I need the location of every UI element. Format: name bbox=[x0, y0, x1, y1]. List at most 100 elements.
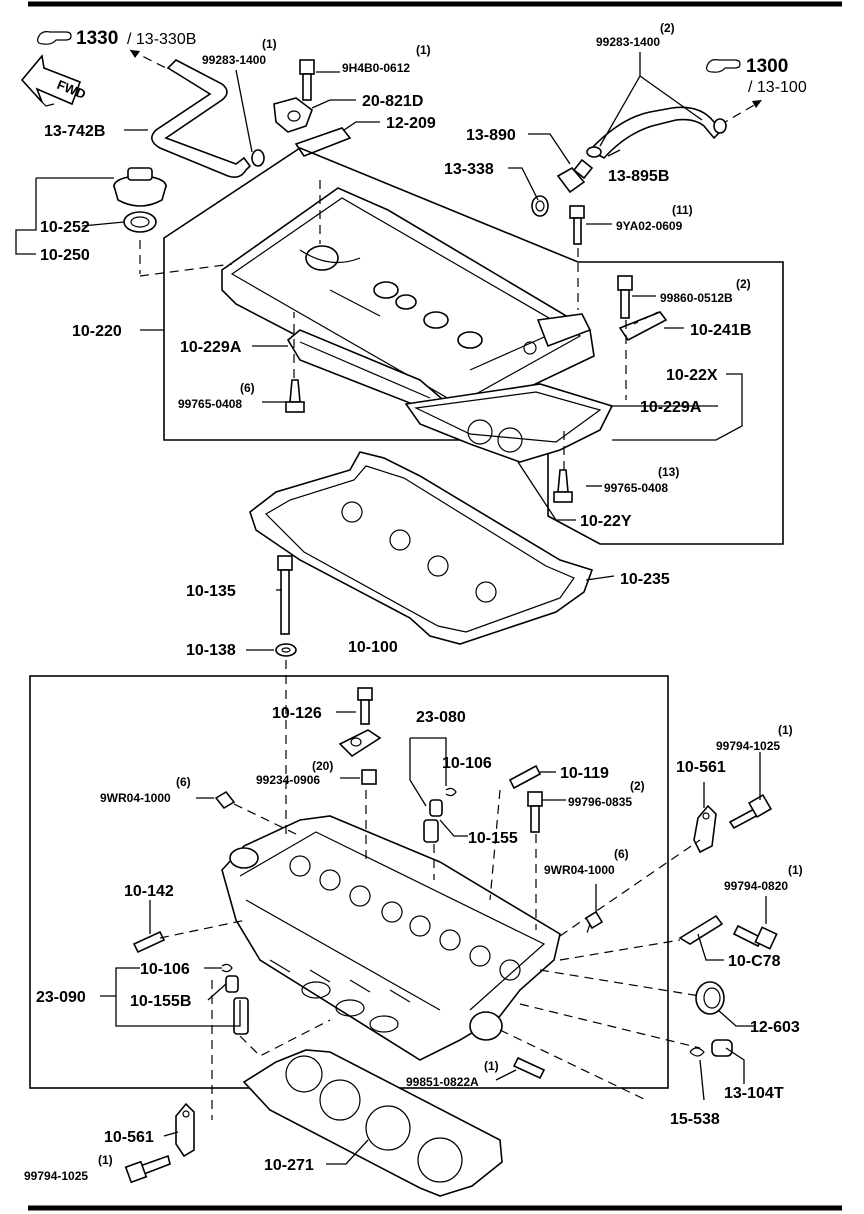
valve-seal-10-155B[interactable] bbox=[225, 975, 249, 1035]
bolt-99794-0820[interactable] bbox=[732, 924, 778, 950]
part-labels: (1) 99283-1400 (1) 9H4B0-0612 20-821D 12… bbox=[24, 21, 803, 1183]
label-10-106-left: 10-106 bbox=[140, 961, 190, 978]
fwd-arrow-icon: FWD bbox=[20, 54, 88, 107]
stud-10-142[interactable] bbox=[132, 930, 166, 954]
ref-1330-sub: / 13-330B bbox=[127, 31, 196, 48]
bolt-9H4B0-0612[interactable] bbox=[299, 59, 315, 101]
bolt-99794-1025-left[interactable] bbox=[124, 1154, 171, 1184]
cam-cap-10-126[interactable] bbox=[338, 729, 382, 758]
qty-99851-0822A: (1) bbox=[484, 1059, 499, 1073]
dash-10-155B bbox=[239, 1019, 331, 1057]
hose-clamp-99283-1400-right-b[interactable] bbox=[713, 118, 727, 134]
label-10-C78: 10-C78 bbox=[728, 953, 781, 970]
screw-99765-0408-left[interactable] bbox=[285, 379, 305, 413]
valve-seal-10-155[interactable] bbox=[423, 799, 443, 843]
qty-9YA02-0609: (11) bbox=[672, 203, 693, 217]
screw-99765-0408-right[interactable] bbox=[553, 469, 573, 503]
grommet-13-338[interactable] bbox=[531, 195, 549, 217]
bolt-9YA02-0609[interactable] bbox=[569, 205, 585, 245]
bolt-99796-0835[interactable] bbox=[527, 791, 543, 833]
dash-c78 bbox=[559, 939, 681, 961]
label-13-742B: 13-742B bbox=[44, 123, 105, 140]
plug-9WR04-1000-right[interactable] bbox=[584, 910, 604, 930]
qty-9WR04-1000-left: (6) bbox=[176, 775, 191, 789]
hose-13-742B[interactable] bbox=[151, 59, 252, 178]
dash-plug-left bbox=[233, 803, 301, 837]
plug-9WR04-1000-left[interactable] bbox=[214, 790, 236, 810]
label-10-100: 10-100 bbox=[348, 639, 398, 656]
valve-keeper-10-106[interactable] bbox=[445, 787, 457, 797]
oil-seal-12-603[interactable] bbox=[695, 981, 725, 1015]
head-gasket-10-271[interactable] bbox=[242, 1049, 503, 1197]
label-12-209: 12-209 bbox=[386, 115, 436, 132]
label-9WR04-1000-right: 9WR04-1000 bbox=[544, 863, 615, 877]
ref-1300-number: 1300 bbox=[746, 56, 788, 77]
dash-hanger-right bbox=[559, 839, 701, 937]
ref-1300-arrowhead bbox=[752, 100, 762, 108]
label-99851-0822A: 99851-0822A bbox=[406, 1075, 479, 1089]
label-10-229A-right: 10-229A bbox=[640, 399, 702, 416]
bolt-10-135[interactable] bbox=[277, 555, 293, 635]
ref-1330[interactable]: 1330 / 13-330B bbox=[37, 28, 197, 49]
oil-filler-cap-10-252[interactable] bbox=[113, 167, 167, 207]
bolt-10-126[interactable] bbox=[357, 687, 373, 725]
label-10-252: 10-252 bbox=[40, 219, 90, 236]
head-cover-gasket-10-235[interactable] bbox=[249, 451, 594, 645]
label-10-135: 10-135 bbox=[186, 583, 236, 600]
dash-10-142 bbox=[159, 919, 247, 939]
washer-10-138[interactable] bbox=[275, 643, 297, 657]
pcv-valve-13-890[interactable] bbox=[556, 158, 594, 194]
label-10-229A-left: 10-229A bbox=[180, 339, 242, 356]
label-10-271: 10-271 bbox=[264, 1157, 314, 1174]
bracket-10-241B[interactable] bbox=[618, 311, 668, 342]
bracket-10-C78[interactable] bbox=[678, 914, 724, 945]
label-10-22X: 10-22X bbox=[666, 367, 718, 384]
engine-hanger-10-561-left[interactable] bbox=[175, 1102, 195, 1158]
label-20-821D: 20-821D bbox=[362, 93, 423, 110]
label-10-155B: 10-155B bbox=[130, 993, 191, 1010]
qty-99796-0835: (2) bbox=[630, 779, 645, 793]
label-13-338: 13-338 bbox=[444, 161, 494, 178]
label-10-220: 10-220 bbox=[72, 323, 122, 340]
bolt-99794-1025-right[interactable] bbox=[728, 793, 773, 830]
pointing-hand-icon bbox=[706, 59, 741, 73]
ref-1330-number: 1330 bbox=[76, 28, 118, 49]
hose-clamp-99283-1400-right-a[interactable] bbox=[586, 146, 602, 158]
bolt-99860-0512B[interactable] bbox=[617, 275, 633, 319]
engine-hanger-10-561-right[interactable] bbox=[693, 804, 717, 854]
label-10-155: 10-155 bbox=[468, 830, 518, 847]
qty-99765-0408-left: (6) bbox=[240, 381, 255, 395]
oil-filler-cap-gasket[interactable] bbox=[123, 211, 157, 233]
label-10-561-left: 10-561 bbox=[104, 1129, 154, 1146]
nut-99234-0906[interactable] bbox=[361, 769, 377, 785]
head-cover-gasket-10-229A-right[interactable] bbox=[404, 383, 614, 463]
ref-1300[interactable]: 1300 / 13-100 bbox=[706, 56, 807, 96]
valve-keeper-10-106-left[interactable] bbox=[221, 963, 233, 973]
qty-99765-0408-right: (13) bbox=[658, 465, 679, 479]
hose-13-895B[interactable] bbox=[588, 106, 724, 160]
dash-13-104T bbox=[519, 1003, 701, 1049]
stud-10-119[interactable] bbox=[508, 764, 542, 790]
label-23-090: 23-090 bbox=[36, 989, 86, 1006]
dash-10-119 bbox=[489, 789, 501, 901]
ref-1300-leader bbox=[719, 103, 757, 126]
label-99765-0408-left: 99765-0408 bbox=[178, 397, 242, 411]
clamp-15-538[interactable] bbox=[689, 1047, 705, 1057]
bracket-20-821D[interactable] bbox=[273, 97, 313, 133]
label-99283-1400-left: 99283-1400 bbox=[202, 53, 266, 67]
cylinder-head-10-100[interactable] bbox=[221, 815, 561, 1061]
dash-cap2 bbox=[139, 263, 233, 277]
label-99765-0408-right: 99765-0408 bbox=[604, 481, 668, 495]
label-13-895B: 13-895B bbox=[608, 168, 669, 185]
label-10-22Y: 10-22Y bbox=[580, 513, 632, 530]
qty-99283-1400-left: (1) bbox=[262, 37, 277, 51]
label-10-106-top: 10-106 bbox=[442, 755, 492, 772]
qty-9H4B0-0612: (1) bbox=[416, 43, 431, 57]
pad-12-209[interactable] bbox=[294, 127, 352, 157]
hose-clamp-99283-1400-left[interactable] bbox=[251, 149, 265, 167]
label-10-119: 10-119 bbox=[560, 765, 609, 782]
label-99794-1025-right: 99794-1025 bbox=[716, 739, 780, 753]
plug-13-104T[interactable] bbox=[711, 1039, 733, 1057]
ref-1330-arrowhead bbox=[130, 50, 140, 58]
stud-99851-0822A[interactable] bbox=[512, 1056, 546, 1080]
